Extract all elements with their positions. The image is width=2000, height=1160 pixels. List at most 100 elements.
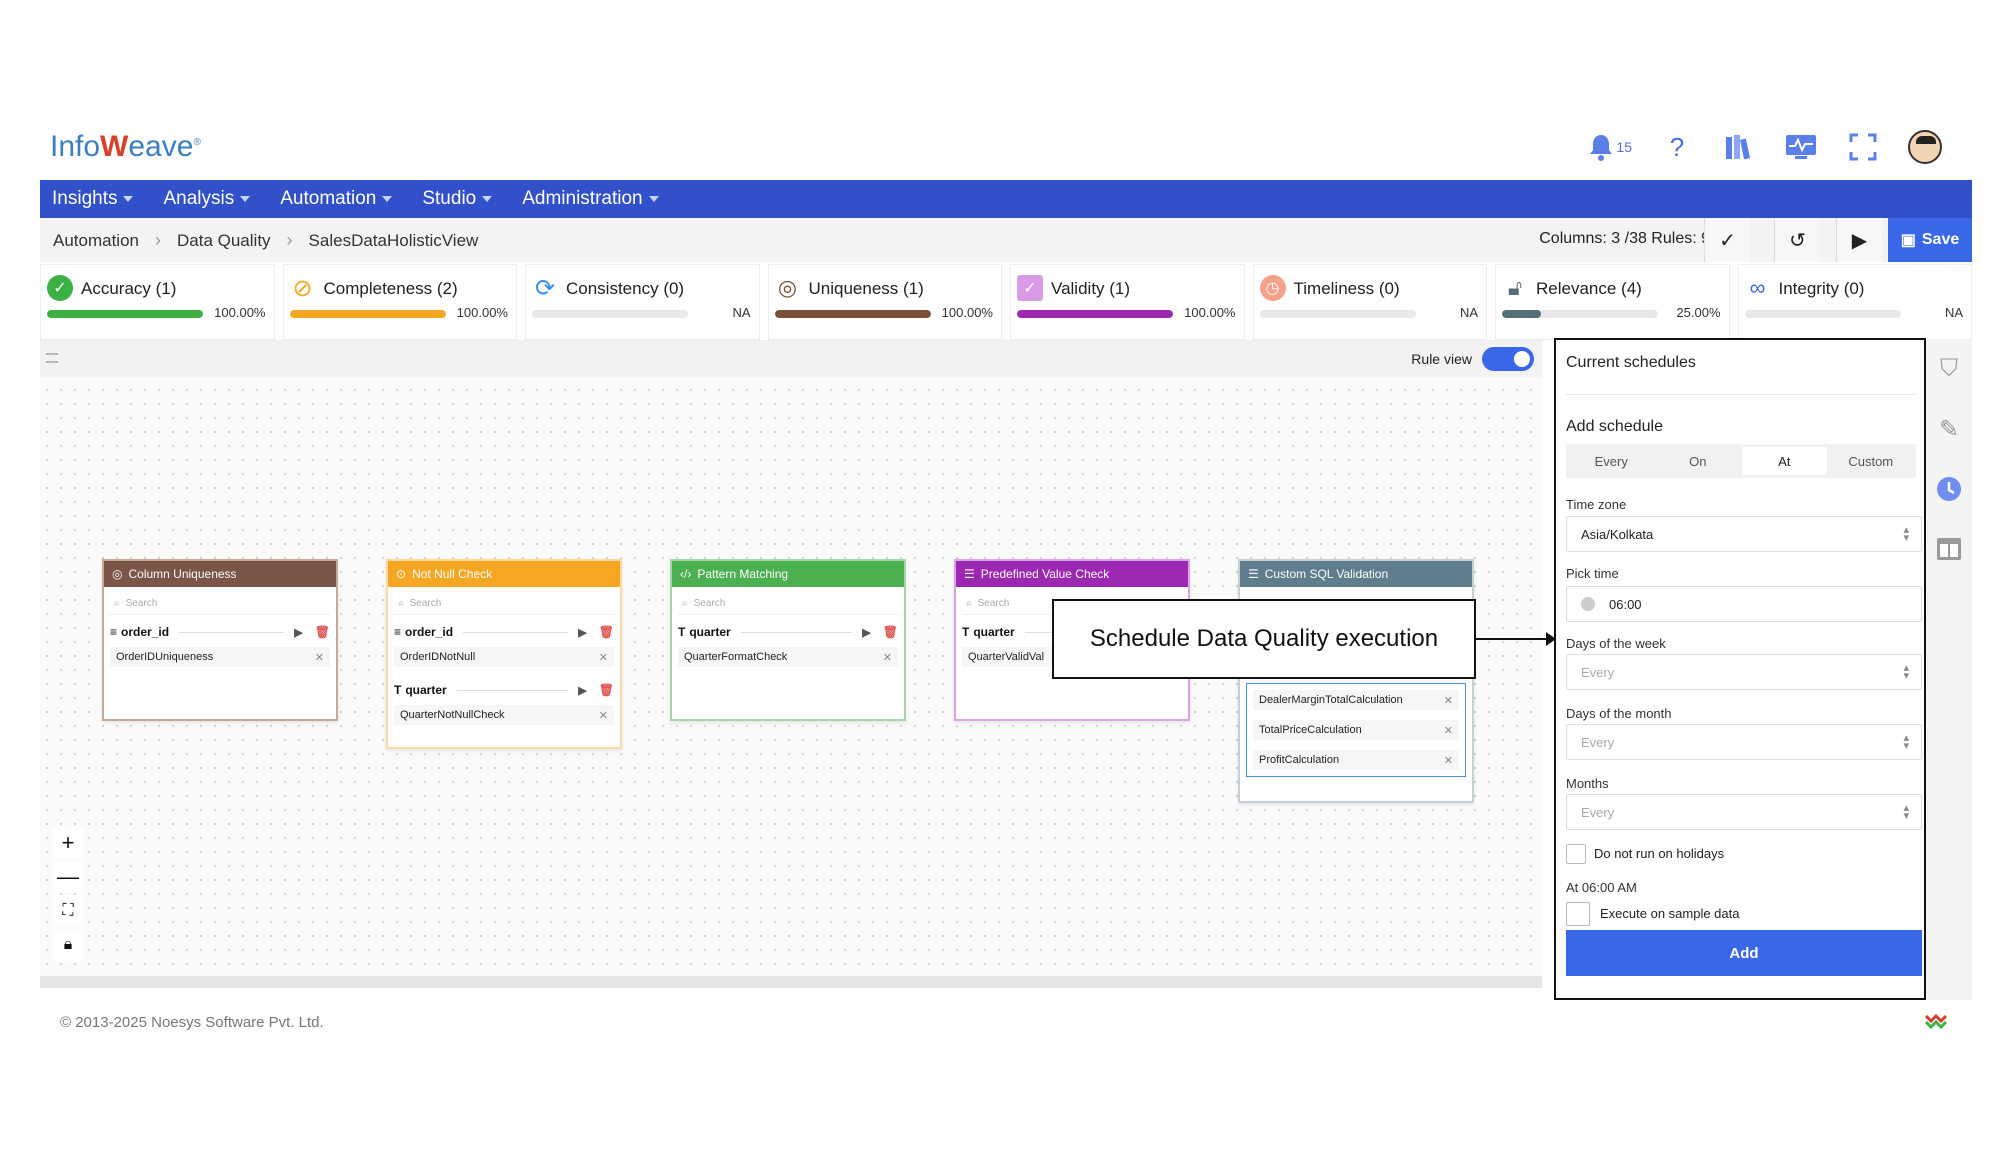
rule-item[interactable]: QuarterNotNullCheck✕ xyxy=(394,705,614,725)
zoom-in-button[interactable]: + xyxy=(52,827,84,859)
play-icon[interactable]: ▶ xyxy=(862,626,871,639)
nav-insights[interactable]: Insights xyxy=(52,188,134,210)
progress-bar xyxy=(774,310,931,318)
rule-item[interactable]: TotalPriceCalculation✕ xyxy=(1253,720,1459,740)
metric-validity[interactable]: ✓ Validity (1) 100.00% xyxy=(1010,264,1245,340)
rule-view-label: Rule view xyxy=(1411,351,1472,367)
card-search-input[interactable]: ⌕Search xyxy=(394,593,614,615)
days-of-week-select[interactable]: Every▴▾ xyxy=(1566,654,1922,690)
close-icon[interactable]: ✕ xyxy=(1443,724,1453,737)
add-schedule-button[interactable]: Add xyxy=(1566,930,1922,976)
canvas-resize-handle[interactable] xyxy=(40,976,1542,988)
library-icon[interactable] xyxy=(1722,130,1756,164)
zoom-out-button[interactable]: — xyxy=(52,861,84,893)
nav-automation[interactable]: Automation xyxy=(280,188,393,210)
search-icon: ⌕ xyxy=(398,598,404,609)
play-icon[interactable]: ▶ xyxy=(578,626,587,639)
close-icon[interactable]: ✕ xyxy=(1443,754,1453,767)
sample-data-checkbox[interactable] xyxy=(1566,902,1590,926)
metric-integrity[interactable]: ∞ Integrity (0) NA xyxy=(1737,264,1972,340)
hash-icon: ≡ xyxy=(394,625,402,639)
metric-timeliness[interactable]: ◷ Timeliness (0) NA xyxy=(1252,264,1487,340)
close-icon[interactable]: ✕ xyxy=(598,651,608,664)
metric-uniqueness[interactable]: ◎ Uniqueness (1) 100.00% xyxy=(767,264,1002,340)
metric-relevance[interactable]: 🔓︎ Relevance (4) 25.00% xyxy=(1495,264,1730,340)
close-icon[interactable]: ✕ xyxy=(598,709,608,722)
breadcrumb-current: SalesDataHolisticView xyxy=(308,230,479,250)
breadcrumb-data-quality[interactable]: Data Quality xyxy=(177,230,271,250)
breadcrumb: Automation › Data Quality › SalesDataHol… xyxy=(53,230,478,251)
days-of-week-label: Days of the week xyxy=(1566,636,1666,651)
time-picker[interactable]: 06:00 xyxy=(1566,586,1922,622)
metric-completeness[interactable]: ⊘ Completeness (2) 100.00% xyxy=(282,264,517,340)
schedule-type-tabs: Every On At Custom xyxy=(1566,444,1916,478)
card-search-input[interactable]: ⌕Search xyxy=(110,593,330,615)
layout-panel-icon[interactable] xyxy=(1934,534,1964,564)
run-button[interactable]: ▶ xyxy=(1836,218,1882,262)
infoveave-logo[interactable]: InfoWeave® xyxy=(50,130,201,163)
close-icon[interactable]: ✕ xyxy=(1443,694,1453,707)
save-button[interactable]: ▣Save xyxy=(1888,218,1972,262)
history-button[interactable]: ↺ xyxy=(1774,218,1820,262)
copyright-footer: © 2013-2025 Noesys Software Pvt. Ltd. xyxy=(60,1014,324,1031)
trash-icon[interactable]: 🗑︎ xyxy=(598,625,614,639)
trash-icon[interactable]: 🗑︎ xyxy=(882,625,898,639)
breadcrumb-automation[interactable]: Automation xyxy=(53,230,139,250)
card-search-input[interactable]: ⌕Search xyxy=(678,593,898,615)
validate-button[interactable]: ✓ xyxy=(1704,218,1750,262)
metric-consistency[interactable]: ⟳ Consistency (0) NA xyxy=(525,264,760,340)
rule-card-custom-sql-validation[interactable]: ☰Custom SQL Validation DealerMarginTotal… xyxy=(1238,559,1474,803)
holidays-checkbox[interactable] xyxy=(1566,844,1586,864)
progress-bar xyxy=(1744,310,1901,318)
rule-card-column-uniqueness[interactable]: ◎Column Uniqueness ⌕Search ≡order_id▶🗑︎ … xyxy=(102,559,338,721)
updown-icon: ▴▾ xyxy=(1903,524,1909,544)
tab-on[interactable]: On xyxy=(1689,453,1707,469)
rule-item[interactable]: OrderIDNotNull✕ xyxy=(394,647,614,667)
trash-icon[interactable]: 🗑︎ xyxy=(314,625,330,639)
check-icon: ✓ xyxy=(1719,229,1736,252)
nav-studio[interactable]: Studio xyxy=(422,188,493,210)
play-icon[interactable]: ▶ xyxy=(294,626,303,639)
nav-analysis[interactable]: Analysis xyxy=(163,188,251,210)
fit-view-button[interactable]: ⛶ xyxy=(52,895,84,927)
rule-item[interactable]: OrderIDUniqueness✕ xyxy=(110,647,330,667)
current-schedules-title: Current schedules xyxy=(1566,354,1696,371)
alert-circle-icon: ⊙ xyxy=(396,567,407,581)
main-nav: Insights Analysis Automation Studio Admi… xyxy=(40,180,1972,218)
rule-item[interactable]: DealerMarginTotalCalculation✕ xyxy=(1253,690,1459,710)
close-icon[interactable]: ✕ xyxy=(882,651,892,664)
nav-administration[interactable]: Administration xyxy=(522,188,659,210)
tools-icon[interactable]: ✎ xyxy=(1938,415,1960,443)
days-of-month-select[interactable]: Every▴▾ xyxy=(1566,724,1922,760)
rule-view-toggle-group: Rule view xyxy=(1411,347,1534,371)
plus-icon: + xyxy=(61,830,75,855)
rule-view-toggle[interactable] xyxy=(1482,347,1534,371)
updown-icon: ▴▾ xyxy=(1903,802,1909,822)
help-icon[interactable]: ? xyxy=(1669,131,1685,162)
trash-icon[interactable]: 🗑︎ xyxy=(598,683,614,697)
monitor-icon[interactable] xyxy=(1784,130,1818,164)
rule-card-not-null-check[interactable]: ⊙Not Null Check ⌕Search ≡order_id▶🗑︎ Ord… xyxy=(386,559,622,749)
play-icon[interactable]: ▶ xyxy=(578,684,587,697)
right-rail: ⛉ ✎ xyxy=(1926,340,1972,1000)
text-type-icon: T xyxy=(678,625,686,639)
user-avatar[interactable] xyxy=(1908,130,1942,164)
shield-check-icon[interactable]: ⛉ xyxy=(1940,355,1958,382)
fullscreen-icon[interactable] xyxy=(1846,130,1880,164)
lock-button[interactable]: 🔒︎ xyxy=(52,929,84,961)
rule-item[interactable]: ProfitCalculation✕ xyxy=(1253,750,1459,770)
timezone-select[interactable]: Asia/Kolkata▴▾ xyxy=(1566,516,1922,552)
rule-item[interactable]: QuarterFormatCheck✕ xyxy=(678,647,898,667)
timezone-label: Time zone xyxy=(1566,497,1627,512)
tab-at[interactable]: At xyxy=(1742,447,1827,475)
close-icon[interactable]: ✕ xyxy=(314,651,324,664)
bell-icon[interactable]: 15 xyxy=(1588,130,1632,164)
tab-every[interactable]: Every xyxy=(1594,453,1628,469)
collapse-icon[interactable] xyxy=(46,353,58,363)
metric-accuracy[interactable]: ✓ Accuracy (1) 100.00% xyxy=(40,264,275,340)
callout-arrow xyxy=(1476,632,1556,646)
months-select[interactable]: Every▴▾ xyxy=(1566,794,1922,830)
schedule-clock-icon[interactable] xyxy=(1934,474,1964,504)
tab-custom[interactable]: Custom xyxy=(1848,453,1894,469)
